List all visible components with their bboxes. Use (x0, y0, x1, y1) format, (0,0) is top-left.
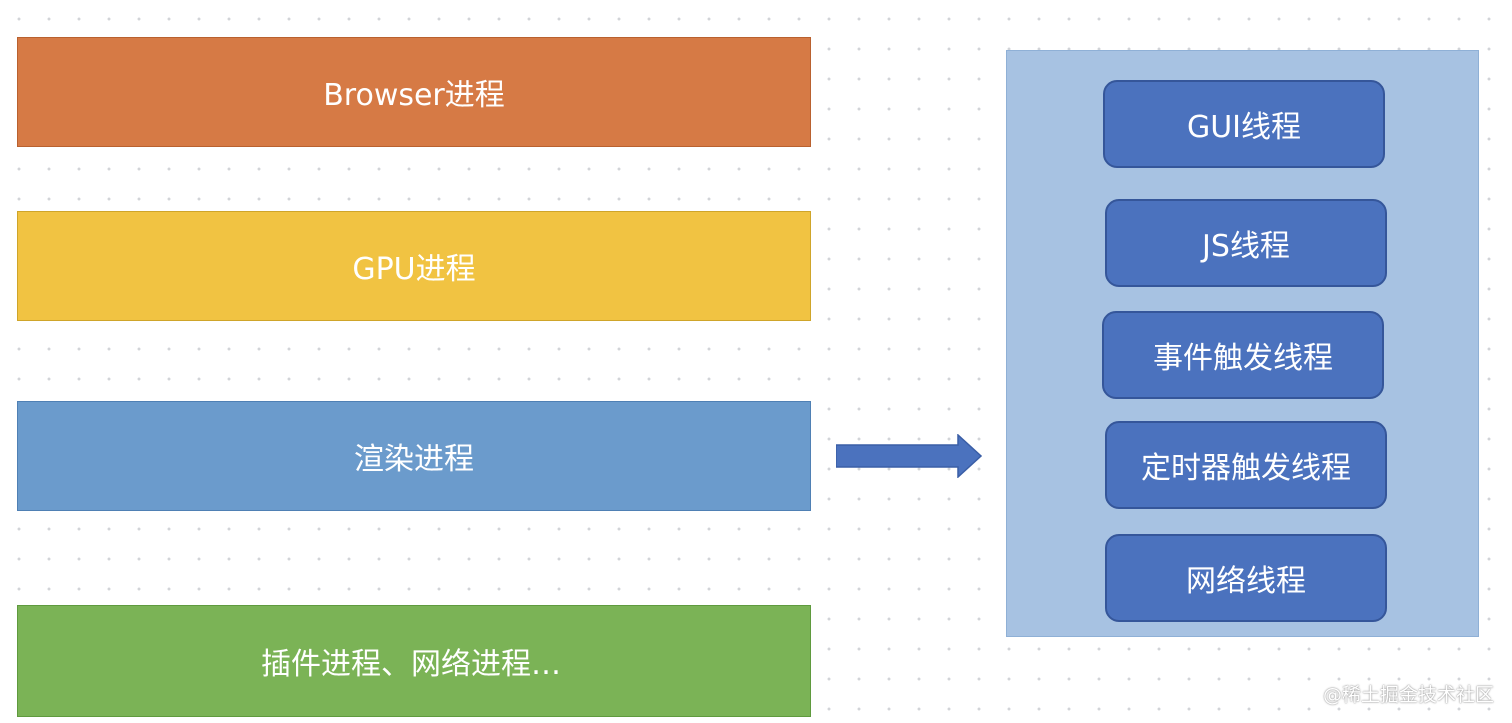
event-thread-box: 事件触发线程 (1102, 311, 1384, 399)
js-thread-box: JS线程 (1105, 199, 1387, 287)
js-thread-label: JS线程 (1202, 229, 1290, 264)
gui-thread-label: GUI线程 (1186, 110, 1302, 145)
other-processes-box: 插件进程、网络进程… (17, 605, 811, 717)
browser-process-label: Browser进程 (323, 78, 505, 113)
other-processes-label: 插件进程、网络进程… (261, 647, 561, 682)
gpu-process-box: GPU进程 (17, 211, 811, 321)
network-thread-label: 网络线程 (1186, 564, 1306, 599)
timer-thread-label: 定时器触发线程 (1141, 451, 1351, 486)
watermark: @稀土掘金技术社区 (1322, 684, 1494, 706)
browser-process-box: Browser进程 (17, 37, 811, 147)
render-thread-panel: GUI线程 JS线程 事件触发线程 定时器触发线程 网络线程 (1006, 50, 1479, 637)
event-thread-label: 事件触发线程 (1153, 341, 1333, 376)
render-process-box: 渲染进程 (17, 401, 811, 511)
arrow-right-icon (836, 434, 982, 478)
gpu-process-label: GPU进程 (352, 252, 476, 287)
timer-thread-box: 定时器触发线程 (1105, 421, 1387, 509)
network-thread-box: 网络线程 (1105, 534, 1387, 622)
render-process-label: 渲染进程 (354, 442, 474, 477)
gui-thread-box: GUI线程 (1103, 80, 1385, 168)
